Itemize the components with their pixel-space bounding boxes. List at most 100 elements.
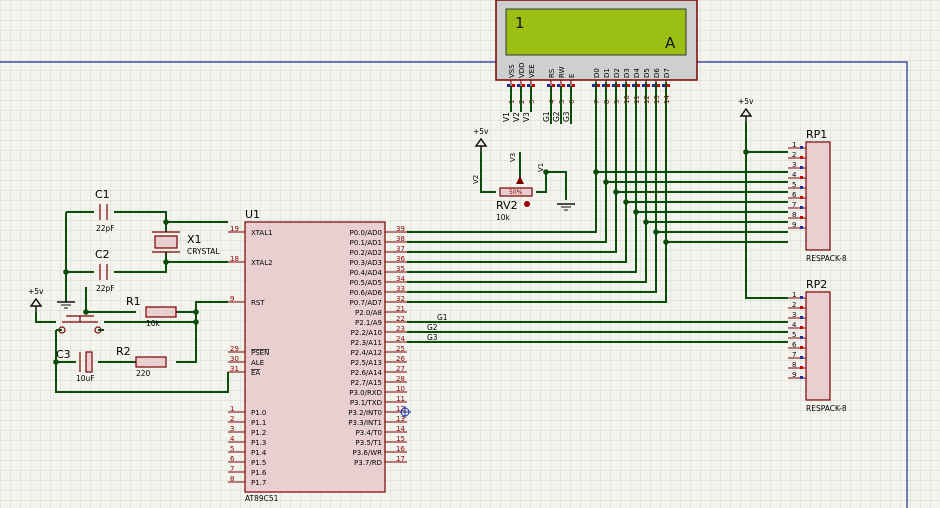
respack-pin-number: 3: [792, 311, 796, 319]
power-arrow-icon: [739, 107, 753, 117]
mcu-pin-name: P2.3/A11: [351, 339, 382, 347]
mcu-pin-number: 27: [396, 365, 405, 373]
rv2-label-v2: V2: [472, 175, 480, 184]
r2-value: 220: [136, 369, 151, 378]
c1-ref: C1: [95, 188, 110, 201]
lcd-pin-marker: [547, 84, 550, 87]
mcu-pin-number: 14: [396, 425, 405, 433]
mcu-pin-name: P2.5/A13: [351, 359, 382, 367]
resistor-r1[interactable]: R1 10k: [126, 295, 177, 328]
respack-pin-number: 8: [792, 361, 796, 369]
respack-pin-number: 7: [792, 201, 796, 209]
capacitor-c3[interactable]: C3 10uF: [56, 348, 95, 383]
lcd-pin-marker: [522, 84, 525, 87]
junction-dot: [613, 189, 619, 195]
mcu-pin-number: 6: [230, 455, 235, 463]
respack-pin-marker: [800, 366, 803, 369]
mcu-pin-name: P3.6/WR: [353, 449, 383, 457]
reset-pushbutton[interactable]: [56, 315, 104, 334]
lcd-pin-marker: [507, 84, 510, 87]
junction-dot: [163, 259, 169, 265]
lcd-pin-name: D5: [643, 68, 651, 78]
mcu-pin-number: 23: [396, 325, 405, 333]
respack-pin-marker: [800, 296, 803, 299]
lcd-pin-marker: [602, 84, 605, 87]
lcd-pin-marker: [607, 84, 610, 87]
respack-pin-marker: [800, 186, 803, 189]
mcu-pin-number: 2: [230, 415, 234, 423]
mcu-pin-name: P3.7/RD: [354, 459, 382, 467]
respack-pin-number: 4: [792, 171, 797, 179]
mcu-pin-number: 35: [396, 265, 405, 273]
lcd-pin-marker: [532, 84, 535, 87]
lcd-pin-marker: [572, 84, 575, 87]
junction-dot: [603, 179, 609, 185]
lcd-wire-label: V2: [512, 112, 521, 122]
c2-ref: C2: [95, 248, 110, 261]
lcd-pin-marker: [622, 84, 625, 87]
mcu-pin-name: P1.4: [251, 449, 267, 457]
junction-dot: [663, 239, 669, 245]
mcu-pin-name: P3.0/RXD: [349, 389, 382, 397]
lcd-pin-name: D6: [653, 68, 661, 78]
mcu-pin-number: 22: [396, 315, 405, 323]
lcd-pin-marker: [512, 84, 515, 87]
respack-pin-number: 9: [792, 371, 796, 379]
mcu-pin-number: 10: [396, 385, 405, 393]
mcu-pin-number: 37: [396, 245, 405, 253]
mcu-pin-number: 18: [230, 255, 239, 263]
net-label-g3: G3: [427, 333, 438, 342]
power-label: +5v: [28, 287, 44, 296]
lcd-pin-name: D3: [623, 68, 631, 78]
respack-pin-marker: [800, 146, 803, 149]
resistor-r2[interactable]: R2 220: [116, 345, 167, 378]
mcu-u1[interactable]: U1 AT89C51 XTAL119XTAL218RST9PSEN29ALE30…: [228, 208, 407, 503]
mcu-pin-number: 25: [396, 345, 405, 353]
mcu-pin-name: P0.3/AD3: [350, 259, 382, 267]
mcu-pin-name: P3.5/T1: [356, 439, 382, 447]
respack-pin-marker: [800, 156, 803, 159]
mcu-pin-name: P0.6/AD6: [350, 289, 383, 297]
mcu-pin-name: P2.6/A14: [351, 369, 383, 377]
crystal-x1[interactable]: X1 CRYSTAL: [152, 231, 220, 256]
capacitor-c1[interactable]: C1 22pF: [95, 188, 115, 233]
respack-pin-marker: [800, 356, 803, 359]
mcu-pin-name: P1.1: [251, 419, 266, 427]
rv2-label-v1: V1: [537, 163, 545, 172]
crosshair-cursor-icon: [399, 406, 411, 418]
respack-pin-number: 8: [792, 211, 796, 219]
respack-pin-marker: [800, 376, 803, 379]
mcu-pin-name: ALE: [251, 359, 264, 367]
lcd-pin-name: VSS: [508, 64, 516, 78]
mcu-pin-name: P3.4/T0: [356, 429, 382, 437]
lcd-pin-marker: [647, 84, 650, 87]
mcu-pin-number: 12: [396, 405, 405, 413]
mcu-pin-name: P2.0/A8: [355, 309, 382, 317]
lcd-char: A: [665, 34, 676, 52]
mcu-pin-number: 13: [396, 415, 405, 423]
potentiometer-rv2[interactable]: RV2 10k 50% V3 V2 V1: [472, 153, 545, 222]
lcd-pin-marker: [552, 84, 555, 87]
rv2-value: 10k: [496, 213, 511, 222]
mcu-pin-number: 8: [230, 475, 234, 483]
mcu-body: [244, 221, 386, 493]
lcd-pin-marker: [667, 84, 670, 87]
lcd-line1: 1: [515, 14, 525, 32]
mcu-pin-number: 29: [230, 345, 239, 353]
mcu-pin-name: RST: [251, 299, 265, 307]
power-arrow-icon: [29, 297, 43, 307]
junction-dot: [643, 219, 649, 225]
mcu-pin-number: 32: [396, 295, 405, 303]
mcu-pin-name: P3.2/INT0: [348, 409, 382, 417]
junction-dot: [623, 199, 629, 205]
capacitor-c2[interactable]: C2 22pF: [95, 248, 115, 293]
respack-pin-number: 1: [792, 291, 796, 299]
rv2-pot-percent: 50%: [509, 189, 523, 196]
c2-value: 22pF: [96, 284, 115, 293]
mcu-pin-name: P0.0/AD0: [350, 229, 382, 237]
respack-pin-marker: [800, 176, 803, 179]
